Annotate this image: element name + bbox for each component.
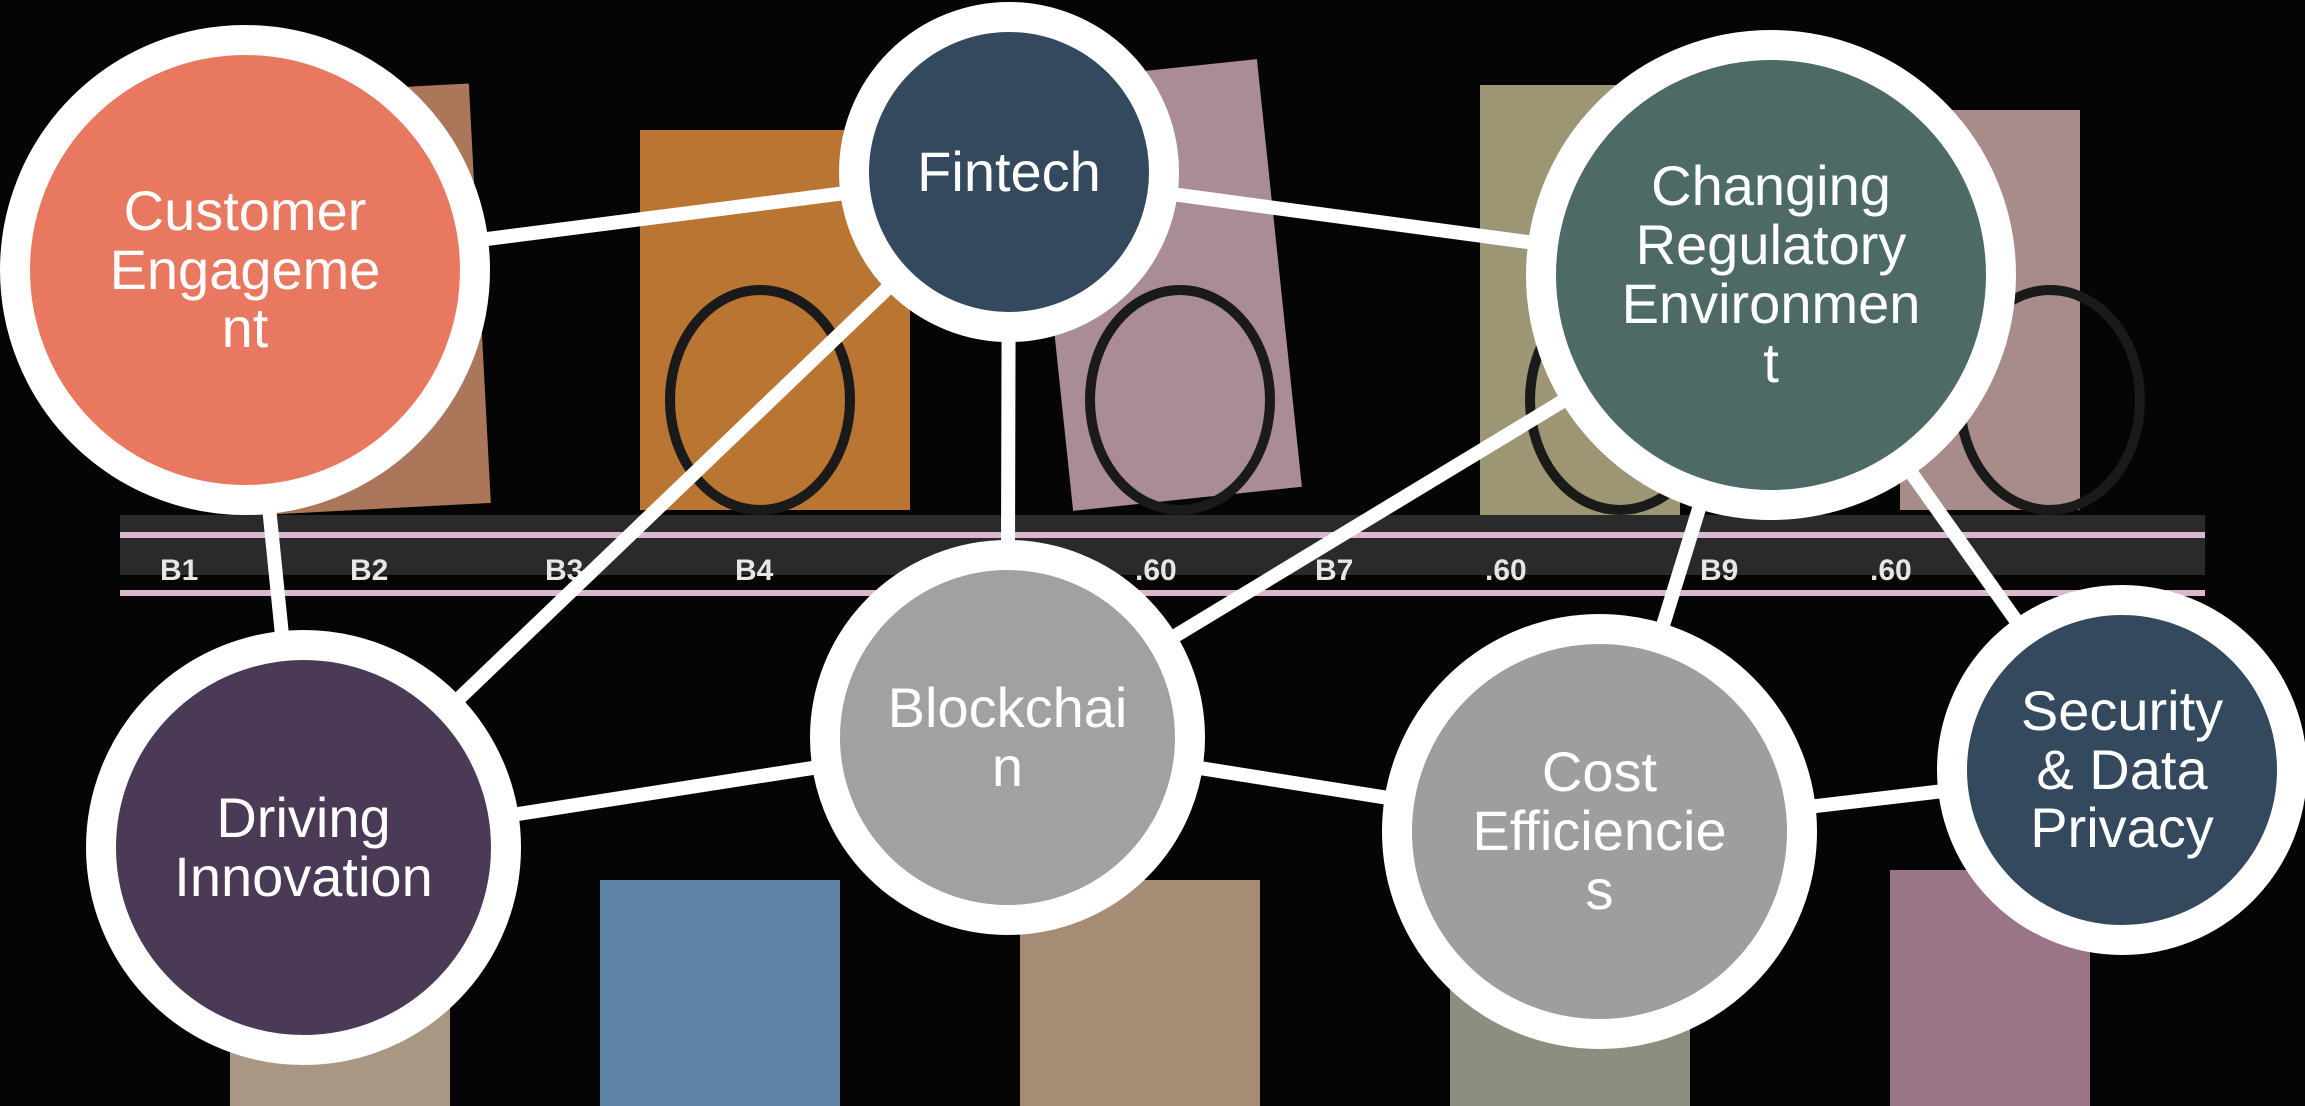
slot-label: .60 — [1870, 554, 1912, 587]
slot-label: B2 — [350, 554, 388, 587]
slot-label: B1 — [160, 554, 198, 587]
shelf-rail-trim — [120, 590, 2205, 596]
coil — [1085, 285, 1275, 515]
slot-label: .60 — [1135, 554, 1177, 587]
slot-label: B7 — [1315, 554, 1353, 587]
shelf-rail — [120, 515, 2205, 575]
banknote — [600, 880, 840, 1106]
slot-label: B4 — [735, 554, 774, 587]
node-fintech: Fintech — [839, 2, 1179, 342]
slot-label: B9 — [1700, 554, 1738, 587]
slot-label: .60 — [1485, 554, 1527, 587]
shelf-rail-trim — [120, 532, 2205, 538]
coil — [665, 285, 855, 515]
